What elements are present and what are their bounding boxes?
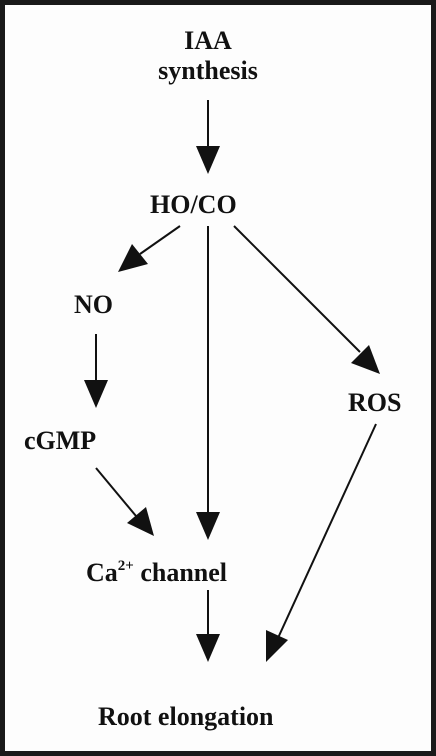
arrowhead-hoco-to-ros bbox=[351, 345, 380, 374]
node-no: NO bbox=[74, 290, 113, 319]
node-ca-suffix: channel bbox=[133, 558, 228, 587]
arrowhead-hoco-to-no bbox=[118, 244, 148, 272]
arrowhead-ros-to-root bbox=[266, 630, 288, 662]
edge-ros-to-root bbox=[277, 423, 377, 639]
node-ho-co: HO/CO bbox=[150, 190, 237, 219]
arrowhead-cgmp-to-ca bbox=[127, 507, 154, 536]
node-iaa-synthesis: IAA synthesis bbox=[150, 26, 266, 86]
node-root-elongation: Root elongation bbox=[98, 702, 274, 731]
node-ca-prefix: Ca bbox=[86, 558, 118, 587]
node-cgmp: cGMP bbox=[24, 426, 97, 455]
arrowhead-ca-to-root bbox=[196, 634, 220, 662]
node-iaa-line1: IAA bbox=[184, 26, 232, 55]
arrowhead-iaa-to-hoco bbox=[196, 146, 220, 174]
node-ca-superscript: 2+ bbox=[117, 558, 134, 574]
edge-hoco-to-ros bbox=[233, 225, 361, 353]
edge-hoco-to-no bbox=[139, 225, 181, 255]
node-ros: ROS bbox=[348, 388, 402, 417]
node-iaa-line2: synthesis bbox=[158, 56, 258, 85]
node-ca-channel: Ca2+ channel bbox=[86, 558, 228, 587]
arrowhead-hoco-to-ca bbox=[196, 512, 220, 540]
arrowhead-no-to-cgmp bbox=[84, 380, 108, 408]
edge-cgmp-to-ca bbox=[95, 467, 137, 517]
